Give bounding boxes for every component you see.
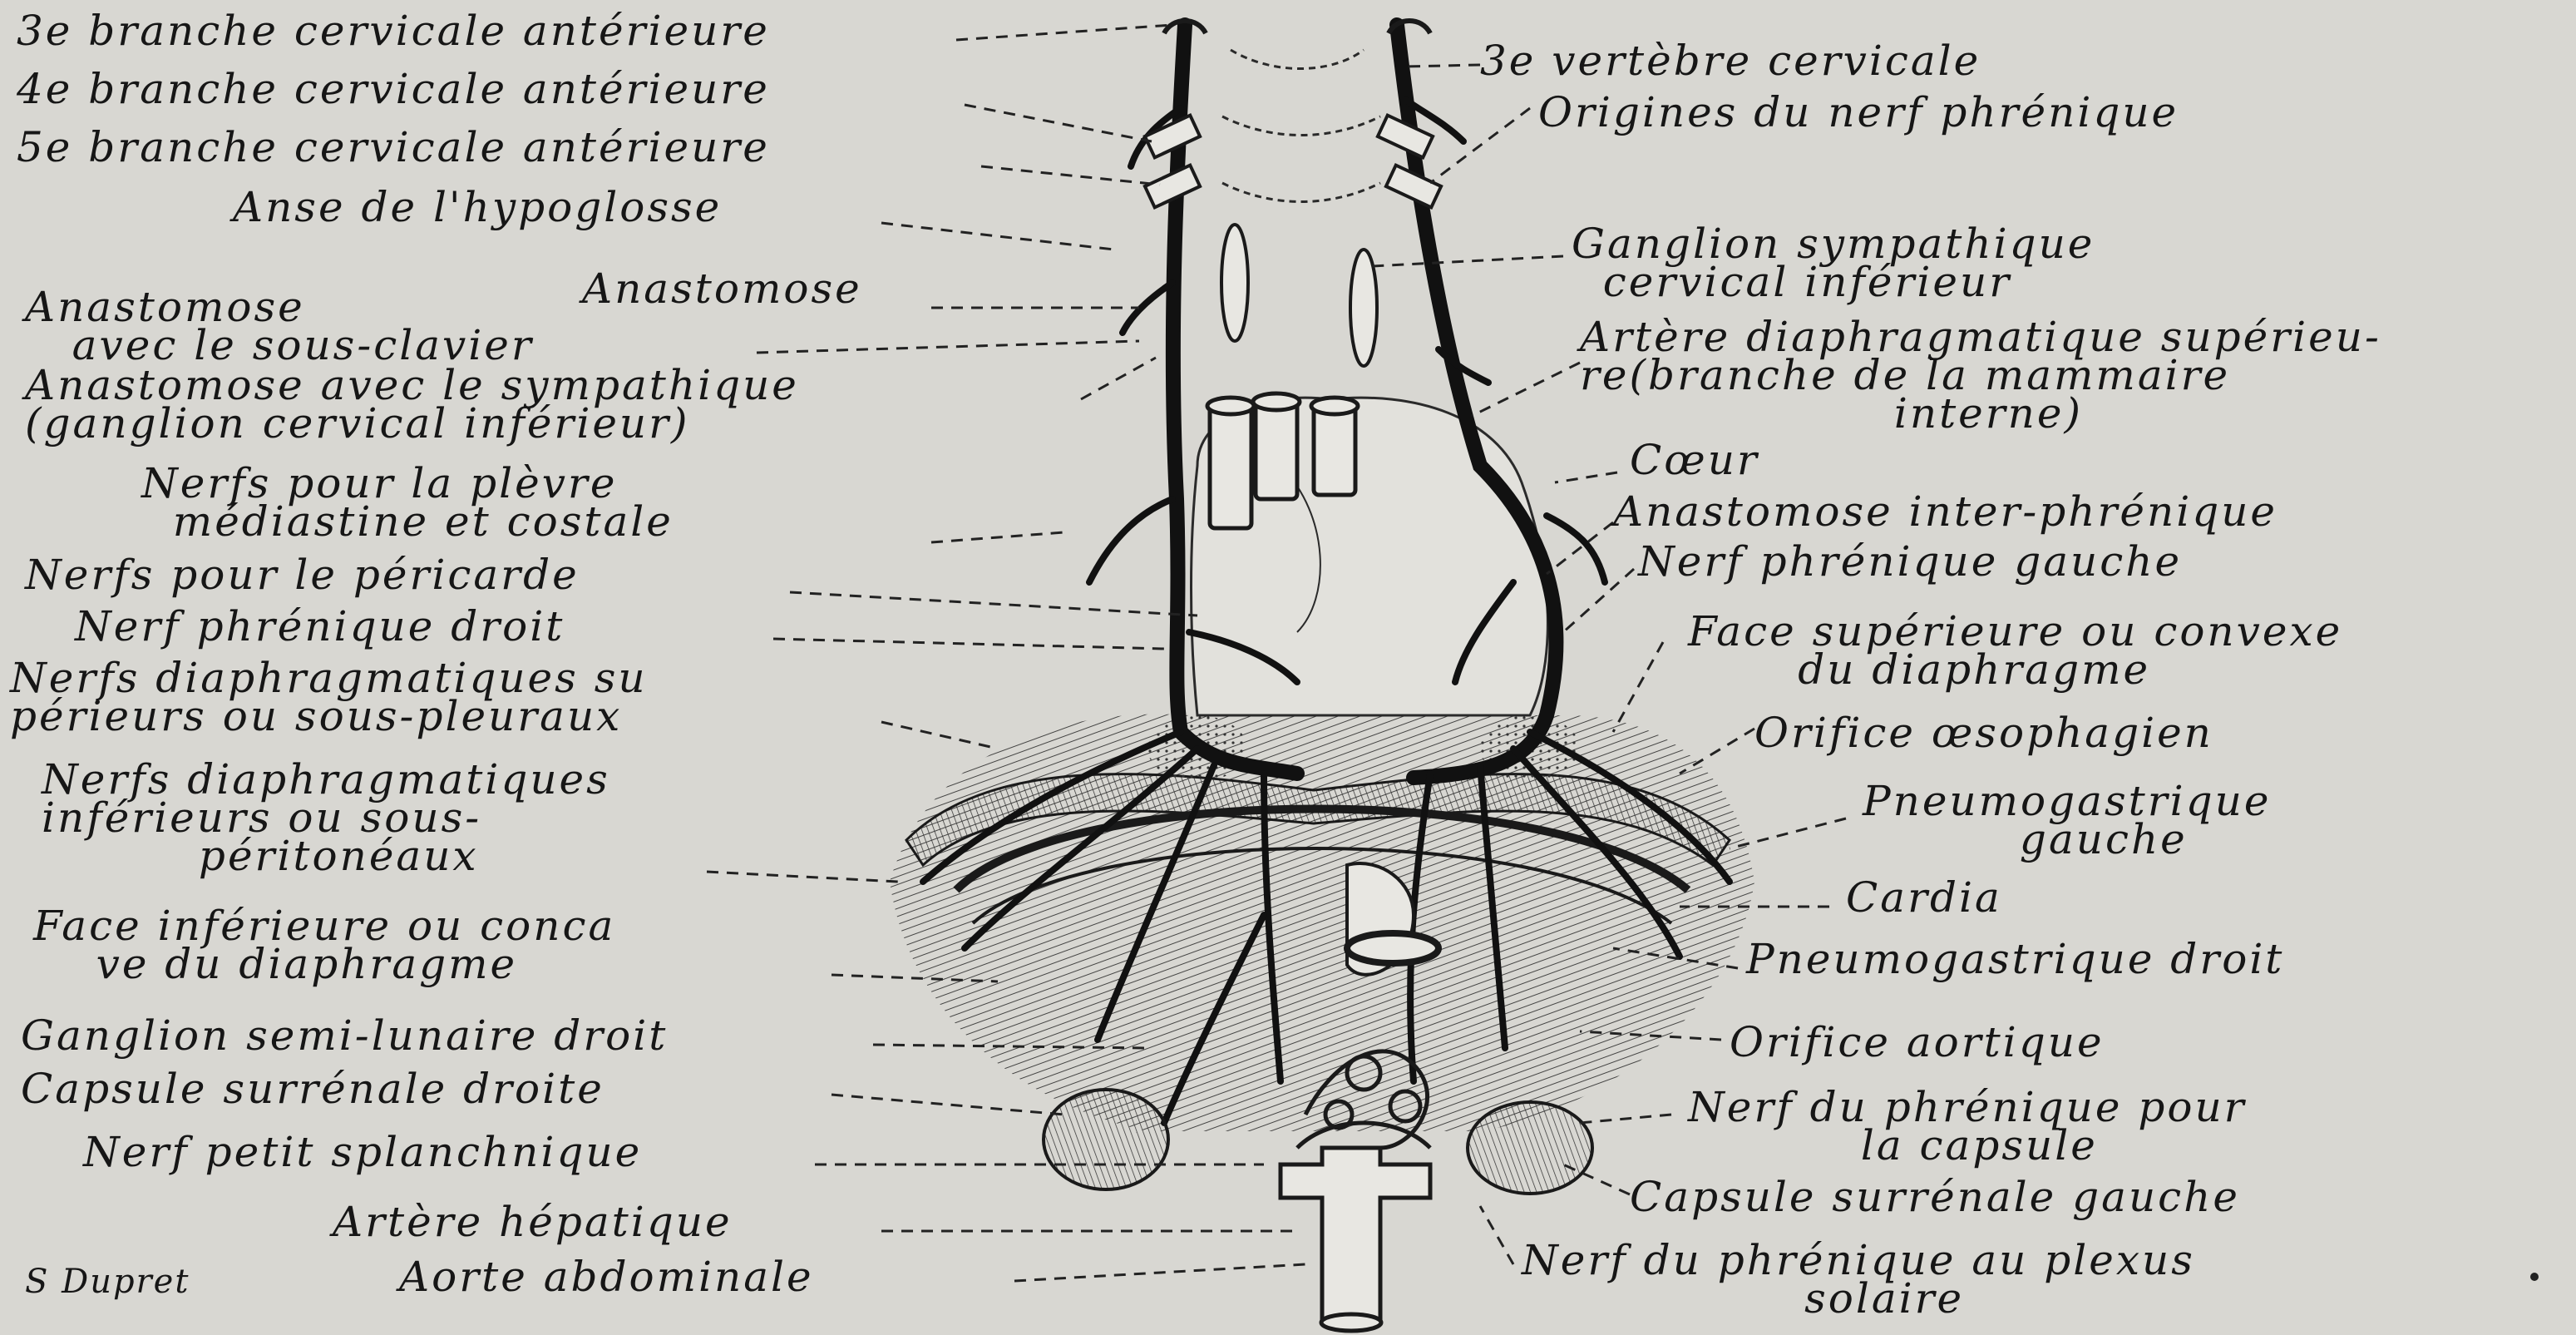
label-artere-hepatique: Artère hépatique (333, 1203, 733, 1241)
label-ganglion-semi-lunaire: Ganglion semi-lunaire droit (21, 1016, 668, 1055)
label-nerf-phrenique-capsule: Nerf du phrénique pour la capsule (1688, 1088, 2247, 1164)
aortic-orifice (1347, 933, 1439, 963)
label-anastomose-sympathique: Anastomose avec le sympathique (ganglion… (25, 366, 799, 443)
label-nerf-petit-splanchnique: Nerf petit splanchnique (83, 1133, 642, 1171)
label-nerf-phrenique-droit: Nerf phrénique droit (75, 607, 565, 645)
signature: S Dupret (25, 1263, 190, 1301)
label-capsule-surrenale-gauche: Capsule surrénale gauche (1630, 1178, 2240, 1216)
label-cardia: Cardia (1846, 878, 2002, 917)
right-adrenal (1044, 1090, 1168, 1189)
label-nerfs-diaphragmatiques-inferieurs: Nerfs diaphragmatiques inférieurs ou sou… (42, 760, 610, 875)
label-capsule-surrenale-droite: Capsule surrénale droite (21, 1070, 605, 1108)
label-3e-branche-cervicale: 3e branche cervicale antérieure (17, 12, 770, 50)
diaphragm-lower-face (890, 714, 1754, 1131)
label-face-inferieure-diaphragme: Face inférieure ou conca ve du diaphragm… (33, 907, 615, 983)
label-nerf-phrenique-plexus: Nerf du phrénique au plexus solaire (1522, 1241, 2195, 1318)
label-nerf-phrenique-gauche: Nerf phrénique gauche (1638, 542, 2182, 581)
abdominal-aorta (1281, 1148, 1430, 1323)
label-anse-hypoglosse: Anse de l'hypoglosse (233, 188, 722, 226)
label-anastomose-inter-phrenique: Anastomose inter-phrénique (1613, 492, 2277, 531)
label-ganglion-sympathique: Ganglion sympathique cervical inférieur (1572, 225, 2095, 301)
label-5e-branche-cervicale: 5e branche cervicale antérieure (17, 128, 770, 166)
label-nerfs-diaphragmatiques-superieurs: Nerfs diaphragmatiques su périeurs ou so… (10, 659, 648, 735)
label-pneumogastrique-gauche: Pneumogastrique gauche (1863, 782, 2271, 858)
label-nerfs-pericarde: Nerfs pour le péricarde (25, 556, 580, 594)
label-anastomose-sous-clavier: Anastomose avec le sous-clavier (25, 288, 534, 364)
ganglion-right (1221, 225, 1248, 341)
label-aorte-abdominale: Aorte abdominale (399, 1258, 814, 1296)
label-4e-branche-cervicale: 4e branche cervicale antérieure (17, 70, 770, 108)
left-adrenal (1468, 1102, 1592, 1194)
label-orifice-oesophagien: Orifice œsophagien (1754, 714, 2213, 752)
label-orifice-aortique: Orifice aortique (1730, 1023, 2105, 1061)
label-nerfs-plevre: Nerfs pour la plèvre médiastine et costa… (141, 464, 674, 541)
cervical-vertebrae (1222, 50, 1380, 202)
label-3e-vertebre-cervicale: 3e vertèbre cervicale (1480, 42, 1981, 80)
label-face-superieure-diaphragme: Face supérieure ou convexe du diaphragme (1688, 612, 2342, 689)
label-pneumogastrique-droit: Pneumogastrique droit (1746, 940, 2284, 978)
label-coeur: Cœur (1630, 441, 1759, 479)
label-anastomose: Anastomose (582, 269, 862, 308)
label-artere-diaphragmatique: Artère diaphragmatique supérieu- re(bran… (1580, 318, 2381, 433)
label-origines-nerf-phrenique: Origines du nerf phrénique (1538, 93, 2179, 131)
